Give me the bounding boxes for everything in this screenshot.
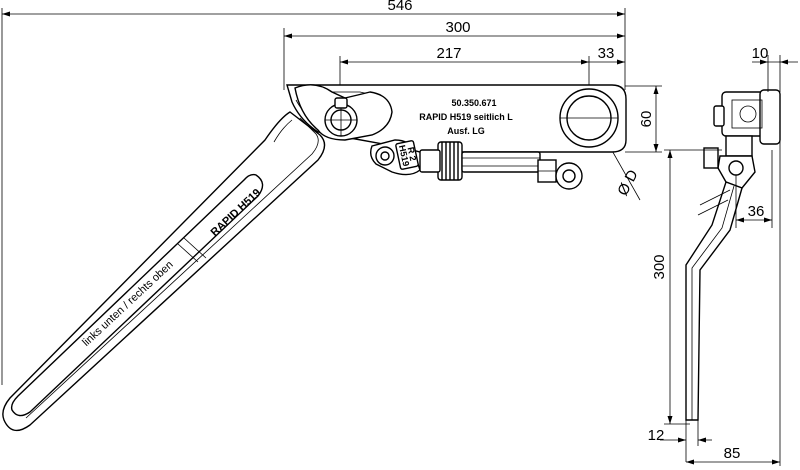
spring <box>437 141 463 181</box>
part-description: RAPID H519 seitlich L <box>419 112 513 122</box>
part-label: 50.350.671 RAPID H519 seitlich L Ausf. L… <box>419 98 513 136</box>
dim-12: 12 <box>648 427 665 444</box>
dim-36: 36 <box>748 203 765 220</box>
plate-text: R 2 H519 <box>397 144 419 167</box>
dimension-lines <box>1 8 662 385</box>
side-view <box>685 89 781 421</box>
dim-60: 60 <box>638 111 655 128</box>
dim-546: 546 <box>387 0 412 14</box>
dim-217: 217 <box>436 45 461 62</box>
dim-33: 33 <box>598 45 615 62</box>
dim-10: 10 <box>752 45 769 62</box>
arm-text: RAPID H519 links unten / rechts oben <box>80 187 263 349</box>
side-dimension-lines <box>660 55 798 466</box>
dim-300-side: 300 <box>651 254 668 279</box>
dim-300-top: 300 <box>445 19 470 36</box>
plate-text-1: R 2 <box>406 146 419 162</box>
part-number: 50.350.671 <box>451 98 496 108</box>
part-variant: Ausf. LG <box>447 126 485 136</box>
dim-diameter: Ø D <box>614 167 642 199</box>
lever-front-view <box>2 84 627 432</box>
side-dimension-labels: 10 36 300 12 85 <box>648 45 769 462</box>
dim-85: 85 <box>724 445 741 462</box>
plate-text-2: H519 <box>397 144 411 167</box>
